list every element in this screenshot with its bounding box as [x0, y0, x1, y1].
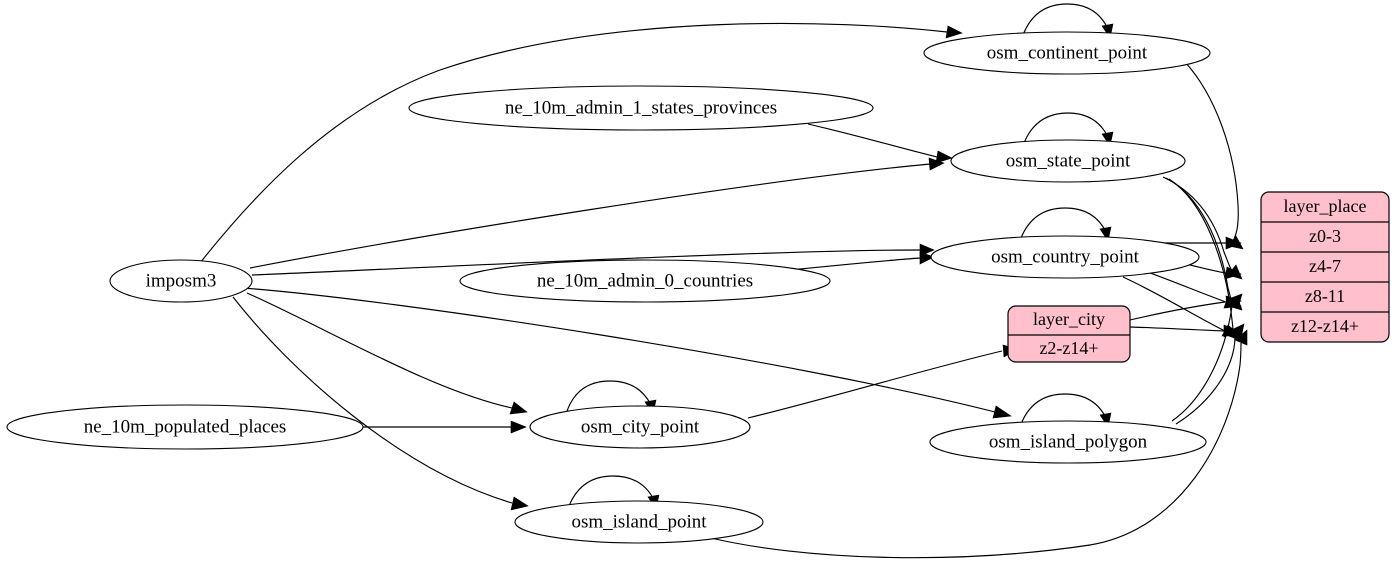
record-layer-place[interactable]: layer_place z0-3 z4-7 z8-11 z12-z14+	[1260, 191, 1390, 343]
node-osm-country-point[interactable]: osm_country_point	[930, 235, 1200, 279]
edge-osm-island-polygon-to-layer-place-z12-z14	[1175, 323, 1245, 425]
node-ne-10m-admin-0-countries[interactable]: ne_10m_admin_0_countries	[459, 259, 831, 303]
node-ne-10m-admin-1-states-provinces[interactable]: ne_10m_admin_1_states_provinces	[408, 85, 874, 131]
edge-imposm3-to-osm-city-point	[246, 292, 528, 415]
edge-osm-island-point-to-layer-place-z12-z14	[710, 329, 1248, 559]
record-layer-city[interactable]: layer_city z2-z14+	[1007, 305, 1131, 363]
edge-osm-island-polygon-to-layer-place-z8-11	[1171, 293, 1243, 422]
node-osm-city-point[interactable]: osm_city_point	[529, 405, 751, 449]
node-ne-10m-populated-places[interactable]: ne_10m_populated_places	[6, 404, 364, 450]
node-osm-state-point[interactable]: osm_state_point	[950, 139, 1186, 183]
edge-osm-continent-point-to-layer-place-z0-3	[1184, 61, 1244, 250]
edge-imposm3-to-osm-island-point	[232, 296, 529, 511]
node-osm-continent-point[interactable]: osm_continent_point	[923, 31, 1211, 75]
edge-ne-countries-to-osm-country-point	[789, 251, 935, 271]
edge-imposm3-to-osm-island-polygon	[242, 287, 1012, 419]
edge-ne-populated-to-osm-city-point	[363, 420, 527, 434]
node-layer: imposm3 ne_10m_admin_1_states_provinces …	[6, 31, 1211, 544]
edge-ne-states-to-osm-state-point	[807, 123, 953, 164]
node-osm-island-polygon[interactable]: osm_island_polygon	[929, 420, 1207, 464]
node-imposm3[interactable]: imposm3	[109, 259, 253, 303]
edge-imposm3-to-osm-continent-point	[199, 22, 963, 264]
node-osm-island-point[interactable]: osm_island_point	[514, 500, 764, 544]
